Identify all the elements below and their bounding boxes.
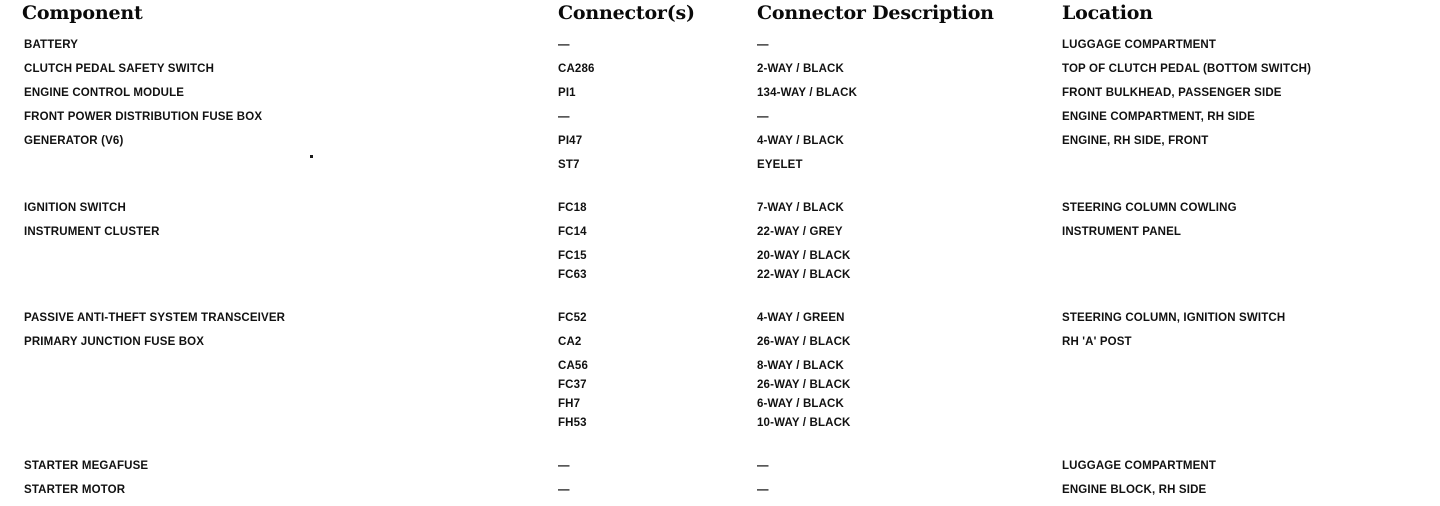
cell-location: STEERING COLUMN, IGNITION SWITCH bbox=[1062, 312, 1286, 324]
cell-connector-description: EYELET bbox=[757, 159, 803, 171]
cell-connector-description: 4-WAY / GREEN bbox=[757, 312, 845, 324]
table-row: IGNITION SWITCH FC18 7-WAY / BLACK STEERING… bbox=[0, 199, 1440, 223]
cell-connector: CA2 bbox=[558, 336, 582, 348]
table-header-row: Component Connector(s) Connector Descrip… bbox=[0, 2, 1440, 30]
cell-connector-description: — bbox=[757, 39, 769, 51]
cell-connector: FC37 bbox=[558, 379, 587, 391]
cell-connector: ST7 bbox=[558, 159, 580, 171]
table-row bbox=[0, 175, 1440, 199]
cell-connector-description: 4-WAY / BLACK bbox=[757, 135, 844, 147]
cell-component: INSTRUMENT CLUSTER bbox=[24, 226, 160, 238]
cell-location: ENGINE COMPARTMENT, RH SIDE bbox=[1062, 111, 1255, 123]
cell-connector-description: 26-WAY / BLACK bbox=[757, 336, 851, 348]
table-row: FC15 20-WAY / BLACK bbox=[0, 247, 1440, 266]
table-row: STARTER MOTOR — — ENGINE BLOCK, RH SIDE bbox=[0, 481, 1440, 505]
cell-connector: — bbox=[558, 484, 570, 496]
cell-connector: CA286 bbox=[558, 63, 595, 75]
cell-connector: — bbox=[558, 111, 570, 123]
cell-connector: FH7 bbox=[558, 398, 581, 410]
cell-connector: FC18 bbox=[558, 202, 587, 214]
column-header-component: Component bbox=[22, 2, 143, 24]
cell-connector: FC14 bbox=[558, 226, 587, 238]
table-row bbox=[0, 285, 1440, 309]
table-row: FH53 10-WAY / BLACK bbox=[0, 414, 1440, 433]
cell-connector: CA56 bbox=[558, 360, 589, 372]
cell-component: CLUTCH PEDAL SAFETY SWITCH bbox=[24, 63, 215, 75]
cell-connector-description: — bbox=[757, 484, 769, 496]
table-row: FC63 22-WAY / BLACK bbox=[0, 266, 1440, 285]
cell-connector-description: — bbox=[757, 111, 769, 123]
cell-location: STEERING COLUMN COWLING bbox=[1062, 202, 1237, 214]
cell-component: GENERATOR (V6) bbox=[24, 135, 124, 147]
cell-connector: — bbox=[558, 39, 570, 51]
column-header-location: Location bbox=[1062, 2, 1153, 24]
cell-location: ENGINE, RH SIDE, FRONT bbox=[1062, 135, 1209, 147]
table-row: FRONT POWER DISTRIBUTION FUSE BOX — — ENGIN… bbox=[0, 108, 1440, 132]
cell-location: FRONT BULKHEAD, PASSENGER SIDE bbox=[1062, 87, 1282, 99]
cell-location: TOP OF CLUTCH PEDAL (BOTTOM SWITCH) bbox=[1062, 63, 1312, 75]
cell-connector: FC63 bbox=[558, 269, 587, 281]
cell-location: LUGGAGE COMPARTMENT bbox=[1062, 39, 1217, 51]
cell-connector-description: 7-WAY / BLACK bbox=[757, 202, 844, 214]
table-row bbox=[0, 433, 1440, 457]
table-row: PRIMARY JUNCTION FUSE BOX CA2 26-WAY / BLA… bbox=[0, 333, 1440, 357]
cell-connector: PI47 bbox=[558, 135, 583, 147]
cell-component: PRIMARY JUNCTION FUSE BOX bbox=[24, 336, 205, 348]
cell-connector-description: 8-WAY / BLACK bbox=[757, 360, 844, 372]
cell-connector-description: 26-WAY / BLACK bbox=[757, 379, 851, 391]
cell-connector-description: — bbox=[757, 460, 769, 472]
cell-component: ENGINE CONTROL MODULE bbox=[24, 87, 185, 99]
scan-artifact-speck bbox=[310, 155, 313, 158]
table-row: ST7 EYELET bbox=[0, 156, 1440, 175]
cell-location: RH 'A' POST bbox=[1062, 336, 1132, 348]
table-row: CLUTCH PEDAL SAFETY SWITCH CA286 2-WAY / B… bbox=[0, 60, 1440, 84]
cell-connector-description: 6-WAY / BLACK bbox=[757, 398, 844, 410]
table-row: STARTER MEGAFUSE — — LUGGAGE COMPARTMENT bbox=[0, 457, 1440, 481]
table-row: PASSIVE ANTI-THEFT SYSTEM TRANSCEIVER FC5… bbox=[0, 309, 1440, 333]
table-row: FC37 26-WAY / BLACK bbox=[0, 376, 1440, 395]
cell-connector: FC15 bbox=[558, 250, 587, 262]
cell-connector-description: 20-WAY / BLACK bbox=[757, 250, 851, 262]
column-header-connectors: Connector(s) bbox=[558, 2, 695, 24]
cell-component: PASSIVE ANTI-THEFT SYSTEM TRANSCEIVER bbox=[24, 312, 286, 324]
cell-connector-description: 10-WAY / BLACK bbox=[757, 417, 851, 429]
cell-location: ENGINE BLOCK, RH SIDE bbox=[1062, 484, 1207, 496]
table-body: BATTERY — — LUGGAGE COMPARTMENT CLUTCH PEDAL… bbox=[0, 36, 1440, 506]
table-row: FH7 6-WAY / BLACK bbox=[0, 395, 1440, 414]
cell-component: BATTERY bbox=[24, 39, 79, 51]
cell-component: IGNITION SWITCH bbox=[24, 202, 126, 214]
table-row: BATTERY — — LUGGAGE COMPARTMENT bbox=[0, 36, 1440, 60]
cell-connector: PI1 bbox=[558, 87, 576, 99]
cell-location: LUGGAGE COMPARTMENT bbox=[1062, 460, 1217, 472]
table-row: INSTRUMENT CLUSTER FC14 22-WAY / GREY INSTR… bbox=[0, 223, 1440, 247]
cell-connector: FC52 bbox=[558, 312, 587, 324]
table-row: CA56 8-WAY / BLACK bbox=[0, 357, 1440, 376]
table-row: ENGINE CONTROL MODULE PI1 134-WAY / BLACK F… bbox=[0, 84, 1440, 108]
cell-connector-description: 22-WAY / BLACK bbox=[757, 269, 851, 281]
cell-connector-description: 2-WAY / BLACK bbox=[757, 63, 844, 75]
cell-component: STARTER MOTOR bbox=[24, 484, 126, 496]
cell-connector: FH53 bbox=[558, 417, 587, 429]
column-header-connector-description: Connector Description bbox=[757, 2, 994, 24]
cell-component: FRONT POWER DISTRIBUTION FUSE BOX bbox=[24, 111, 263, 123]
cell-connector: — bbox=[558, 460, 570, 472]
cell-location: INSTRUMENT PANEL bbox=[1062, 226, 1182, 238]
cell-connector-description: 22-WAY / GREY bbox=[757, 226, 843, 238]
cell-component: STARTER MEGAFUSE bbox=[24, 460, 149, 472]
cell-connector-description: 134-WAY / BLACK bbox=[757, 87, 858, 99]
table-row: GENERATOR (V6) PI47 4-WAY / BLACK ENGINE, R… bbox=[0, 132, 1440, 156]
